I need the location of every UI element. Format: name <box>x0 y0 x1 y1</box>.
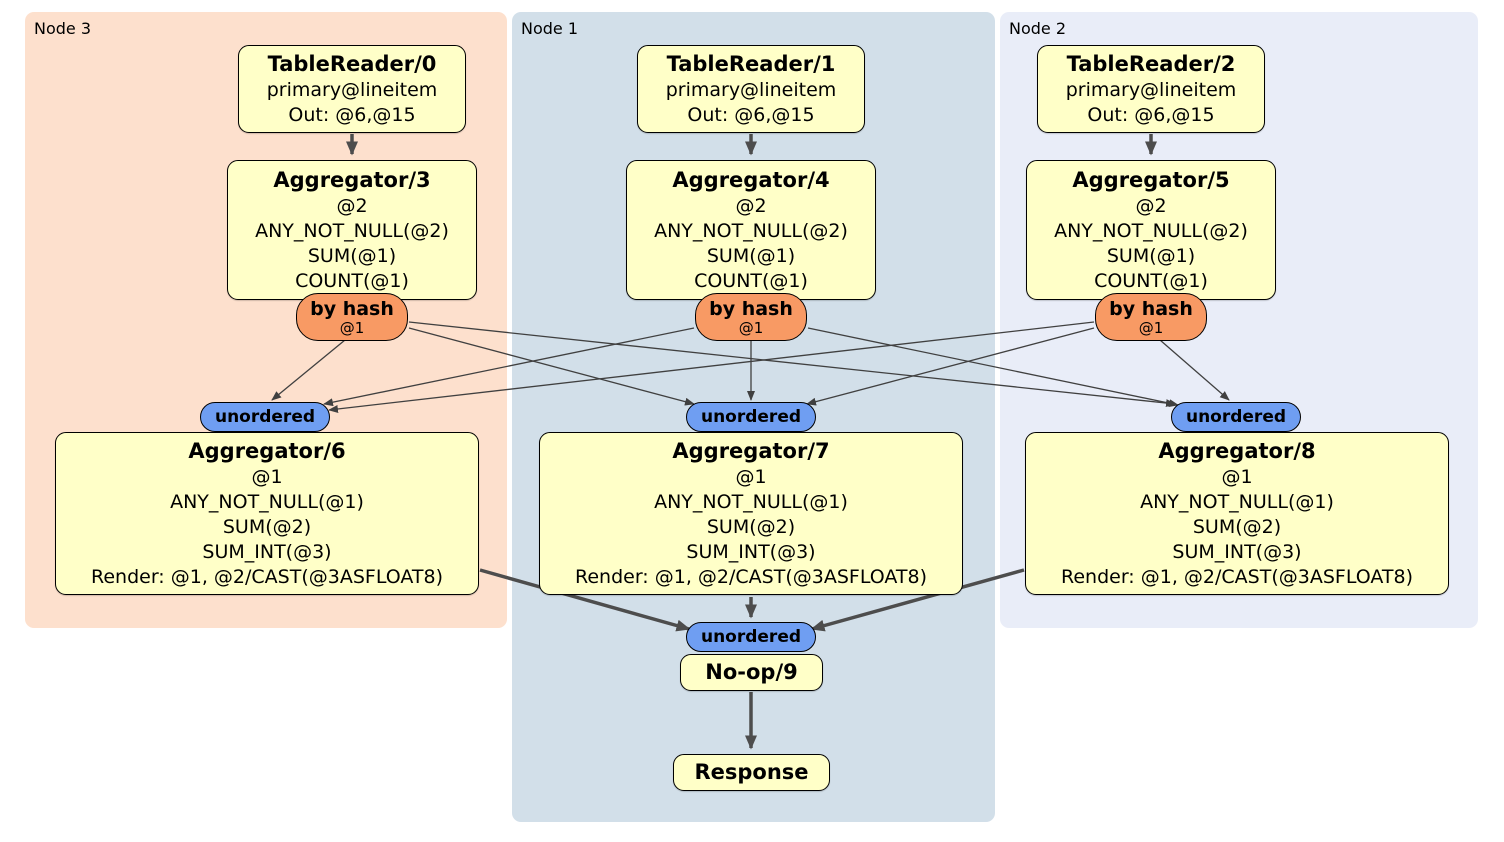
processor-detail: @2 <box>1135 194 1167 217</box>
router-by-hash-node3: by hash @1 <box>296 293 408 341</box>
processor-detail: COUNT(@1) <box>694 269 808 292</box>
processor-detail: Render: @1, @2/CAST(@3ASFLOAT8) <box>1061 565 1413 588</box>
response-node: Response <box>673 754 830 791</box>
processor-detail: Render: @1, @2/CAST(@3ASFLOAT8) <box>575 565 927 588</box>
processor-tablereader-1: TableReader/1 primary@lineitem Out: @6,@… <box>637 45 865 133</box>
router-columns: @1 <box>339 318 365 337</box>
panel-node-3-label: Node 3 <box>34 19 92 38</box>
sync-unordered-node3: unordered <box>200 402 330 432</box>
processor-detail: ANY_NOT_NULL(@1) <box>1140 490 1334 513</box>
processor-detail: SUM_INT(@3) <box>202 540 332 563</box>
processor-detail: ANY_NOT_NULL(@1) <box>170 490 364 513</box>
processor-title: Aggregator/5 <box>1072 167 1230 192</box>
processor-detail: SUM(@2) <box>222 515 312 538</box>
router-label: by hash <box>1109 297 1193 320</box>
processor-detail: SUM_INT(@3) <box>1172 540 1302 563</box>
edge-hash2-to-un1 <box>806 327 1095 406</box>
edge-hash3-to-un3 <box>271 339 346 401</box>
processor-detail: primary@lineitem <box>1065 78 1237 101</box>
processor-detail: SUM(@1) <box>1106 244 1196 267</box>
processor-detail: Render: @1, @2/CAST(@3ASFLOAT8) <box>91 565 443 588</box>
router-label: by hash <box>310 297 394 320</box>
processor-detail: SUM(@2) <box>1192 515 1282 538</box>
edge-hash1-to-un2 <box>807 327 1179 408</box>
edge-hash2-to-un3 <box>328 321 1095 413</box>
processor-title: TableReader/1 <box>666 51 836 76</box>
processor-detail: SUM_INT(@3) <box>686 540 816 563</box>
processor-title: Aggregator/3 <box>273 167 431 192</box>
processor-detail: primary@lineitem <box>266 78 438 101</box>
processor-aggregator-4: Aggregator/4 @2 ANY_NOT_NULL(@2) SUM(@1)… <box>626 160 876 300</box>
processor-tablereader-0: TableReader/0 primary@lineitem Out: @6,@… <box>238 45 466 133</box>
processor-aggregator-6: Aggregator/6 @1 ANY_NOT_NULL(@1) SUM(@2)… <box>55 432 479 595</box>
processor-noop-9: No-op/9 <box>680 654 823 691</box>
processor-aggregator-8: Aggregator/8 @1 ANY_NOT_NULL(@1) SUM(@2)… <box>1025 432 1449 595</box>
router-columns: @1 <box>1138 318 1164 337</box>
processor-aggregator-3: Aggregator/3 @2 ANY_NOT_NULL(@2) SUM(@1)… <box>227 160 477 300</box>
processor-detail: @1 <box>1221 465 1253 488</box>
sync-label: unordered <box>700 406 802 427</box>
processor-detail: SUM(@1) <box>706 244 796 267</box>
panel-node-1-label: Node 1 <box>521 19 579 38</box>
sync-unordered-node2: unordered <box>1171 402 1301 432</box>
processor-detail: ANY_NOT_NULL(@1) <box>654 490 848 513</box>
processor-detail: COUNT(@1) <box>1094 269 1208 292</box>
processor-detail: @1 <box>735 465 767 488</box>
processor-title: Response <box>694 760 809 784</box>
edge-hash1-to-un3 <box>323 327 695 407</box>
edge-hash2-to-un2 <box>1159 339 1230 401</box>
processor-aggregator-5: Aggregator/5 @2 ANY_NOT_NULL(@2) SUM(@1)… <box>1026 160 1276 300</box>
processor-detail: Out: @6,@15 <box>1087 103 1215 126</box>
processor-aggregator-7: Aggregator/7 @1 ANY_NOT_NULL(@1) SUM(@2)… <box>539 432 963 595</box>
edge-agg6-to-final-unordered <box>479 568 691 632</box>
processor-detail: SUM(@2) <box>706 515 796 538</box>
processor-title: No-op/9 <box>705 660 798 684</box>
processor-title: Aggregator/6 <box>188 438 346 463</box>
sync-unordered-final: unordered <box>686 622 816 652</box>
processor-detail: @1 <box>251 465 283 488</box>
router-by-hash-node2: by hash @1 <box>1095 293 1207 341</box>
sync-label: unordered <box>1185 406 1287 427</box>
processor-title: Aggregator/4 <box>672 167 830 192</box>
processor-title: TableReader/2 <box>1066 51 1236 76</box>
processor-detail: ANY_NOT_NULL(@2) <box>1054 219 1248 242</box>
processor-detail: COUNT(@1) <box>295 269 409 292</box>
sync-unordered-node1: unordered <box>686 402 816 432</box>
edge-hash3-to-un1 <box>408 327 695 406</box>
panel-node-2-label: Node 2 <box>1009 19 1067 38</box>
processor-detail: Out: @6,@15 <box>288 103 416 126</box>
edge-agg8-to-final-unordered <box>810 568 1025 632</box>
processor-title: Aggregator/7 <box>672 438 830 463</box>
sync-label: unordered <box>700 626 802 647</box>
router-columns: @1 <box>738 318 764 337</box>
edge-hash3-to-un2 <box>408 321 1176 408</box>
processor-title: Aggregator/8 <box>1158 438 1316 463</box>
router-by-hash-node1: by hash @1 <box>695 293 807 341</box>
processor-detail: ANY_NOT_NULL(@2) <box>654 219 848 242</box>
processor-detail: SUM(@1) <box>307 244 397 267</box>
router-label: by hash <box>709 297 793 320</box>
sync-label: unordered <box>214 406 316 427</box>
processor-detail: ANY_NOT_NULL(@2) <box>255 219 449 242</box>
processor-detail: @2 <box>735 194 767 217</box>
processor-detail: @2 <box>336 194 368 217</box>
processor-detail: Out: @6,@15 <box>687 103 815 126</box>
processor-title: TableReader/0 <box>267 51 437 76</box>
processor-detail: primary@lineitem <box>665 78 837 101</box>
processor-tablereader-2: TableReader/2 primary@lineitem Out: @6,@… <box>1037 45 1265 133</box>
